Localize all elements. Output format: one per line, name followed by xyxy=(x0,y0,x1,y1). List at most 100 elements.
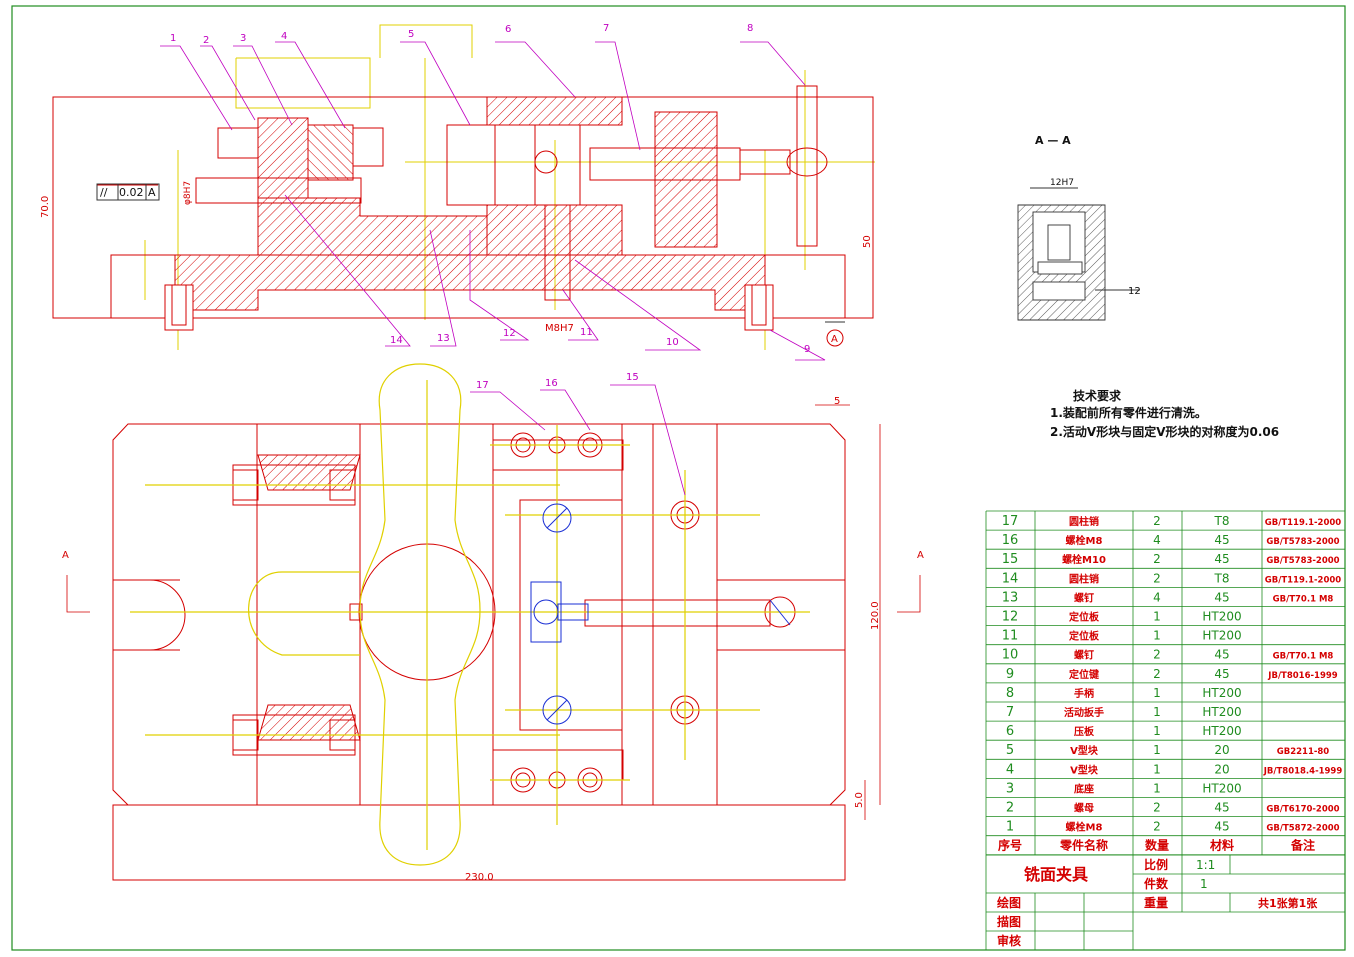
part-name: V型块 xyxy=(1070,744,1099,757)
part-material: 20 xyxy=(1214,743,1229,757)
height-dim-70: 70.0 xyxy=(40,196,51,218)
part-material: 20 xyxy=(1214,762,1229,776)
part-note: GB/T119.1-2000 xyxy=(1265,575,1342,585)
balloon-15: 15 xyxy=(626,372,639,383)
part-no: 11 xyxy=(1002,629,1019,644)
front-view xyxy=(52,24,875,350)
thread-label: M8H7 xyxy=(545,323,574,334)
part-material: HT200 xyxy=(1202,610,1241,624)
front-view-balloons: 1 2 3 4 5 6 7 8 9 10 11 12 13 14 xyxy=(170,23,810,355)
part-material: 45 xyxy=(1214,801,1229,815)
section-label-right: A xyxy=(917,550,924,561)
part-no: 16 xyxy=(1002,533,1019,548)
part-qty: 1 xyxy=(1153,743,1161,757)
balloon-13: 13 xyxy=(437,333,450,344)
part-name: V型块 xyxy=(1070,763,1099,776)
part-qty: 2 xyxy=(1153,667,1161,681)
part-no: 9 xyxy=(1006,667,1014,682)
traced-label: 描图 xyxy=(997,914,1021,929)
balloon-6: 6 xyxy=(505,24,511,35)
part-note: JB/T8016-1999 xyxy=(1267,671,1337,681)
part-qty: 1 xyxy=(1153,610,1161,624)
top-view xyxy=(112,423,846,881)
scale-value: 1:1 xyxy=(1196,858,1215,872)
part-material: 45 xyxy=(1214,648,1229,662)
front-view-dimensions: 70.0 50 // 0.02 A φ8H7 M8H7 A xyxy=(40,181,873,345)
drawing-title: 铣面夹具 xyxy=(1024,865,1088,884)
section-label-left: A xyxy=(62,550,69,561)
part-material: HT200 xyxy=(1202,629,1241,643)
part-no: 12 xyxy=(1002,610,1019,625)
dim-5-top: 5 xyxy=(834,396,840,407)
part-material: HT200 xyxy=(1202,686,1241,700)
balloon-3: 3 xyxy=(240,33,246,44)
part-qty: 4 xyxy=(1153,533,1161,547)
section-depth-dim: 12 xyxy=(1128,286,1141,297)
part-name: 螺栓M8 xyxy=(1066,821,1103,834)
part-qty: 1 xyxy=(1153,762,1161,776)
tech-req-1: 1.装配前所有零件进行清洗。 xyxy=(1050,405,1207,420)
header-qty: 数量 xyxy=(1145,838,1169,853)
part-name: 螺母 xyxy=(1074,802,1094,815)
part-no: 4 xyxy=(1006,762,1014,777)
part-name: 定位键 xyxy=(1069,668,1100,681)
part-note: GB/T5783-2000 xyxy=(1266,556,1339,566)
part-no: 2 xyxy=(1006,801,1014,816)
part-name: 定位板 xyxy=(1069,611,1100,624)
part-note: GB2211-80 xyxy=(1277,747,1330,757)
balloon-16: 16 xyxy=(545,378,558,389)
sheet-info: 共1张第1张 xyxy=(1258,896,1318,910)
part-material: T8 xyxy=(1214,571,1230,585)
part-qty: 1 xyxy=(1153,724,1161,738)
top-view-handle xyxy=(130,363,810,866)
balloon-2: 2 xyxy=(203,35,209,46)
balloon-10: 10 xyxy=(666,337,679,348)
front-view-leaders xyxy=(160,41,826,361)
balloon-12: 12 xyxy=(503,328,516,339)
part-qty: 2 xyxy=(1153,571,1161,585)
section-view xyxy=(1017,187,1140,321)
part-name: 螺钉 xyxy=(1074,591,1094,604)
section-width-dim: 12H7 xyxy=(1050,178,1074,188)
part-name: 手柄 xyxy=(1074,687,1094,700)
top-view-dimensions xyxy=(66,404,921,881)
part-name: 压板 xyxy=(1074,725,1095,738)
tolerance-value: 0.02 xyxy=(119,186,144,199)
part-name: 圆柱销 xyxy=(1069,515,1099,528)
part-qty: 2 xyxy=(1153,820,1161,834)
part-note: GB/T6170-2000 xyxy=(1266,805,1339,815)
header-no: 序号 xyxy=(998,838,1022,853)
tech-req-title: 技术要求 xyxy=(1073,388,1122,403)
title-block xyxy=(985,854,1346,951)
part-note: GB/T5872-2000 xyxy=(1266,824,1339,834)
header-material: 材料 xyxy=(1209,838,1234,853)
pin-dim: φ8H7 xyxy=(183,181,193,205)
dim-5-side: 5.0 xyxy=(854,792,865,808)
balloon-5: 5 xyxy=(408,29,414,40)
scale-label: 比例 xyxy=(1144,857,1168,872)
balloon-17: 17 xyxy=(476,380,489,391)
part-name: 圆柱销 xyxy=(1069,572,1099,585)
part-no: 10 xyxy=(1002,648,1019,663)
part-no: 6 xyxy=(1006,724,1014,739)
part-material: HT200 xyxy=(1202,781,1241,795)
part-no: 1 xyxy=(1006,820,1014,835)
part-name: 螺栓M8 xyxy=(1066,534,1103,547)
part-no: 13 xyxy=(1002,590,1019,605)
part-material: 45 xyxy=(1214,552,1229,566)
tolerance-symbol: // xyxy=(100,186,108,199)
part-material: 45 xyxy=(1214,533,1229,547)
top-view-blue-parts xyxy=(530,503,791,725)
weight-label: 重量 xyxy=(1144,895,1168,910)
part-material: 45 xyxy=(1214,820,1229,834)
part-name: 螺栓M10 xyxy=(1062,553,1106,566)
balloon-1: 1 xyxy=(170,33,176,44)
part-no: 17 xyxy=(1002,514,1019,529)
section-view-labels: A — A 12H7 12 xyxy=(1035,134,1141,297)
part-no: 8 xyxy=(1006,686,1014,701)
balloon-9: 9 xyxy=(804,344,810,355)
part-qty: 2 xyxy=(1153,552,1161,566)
part-no: 3 xyxy=(1006,781,1014,796)
